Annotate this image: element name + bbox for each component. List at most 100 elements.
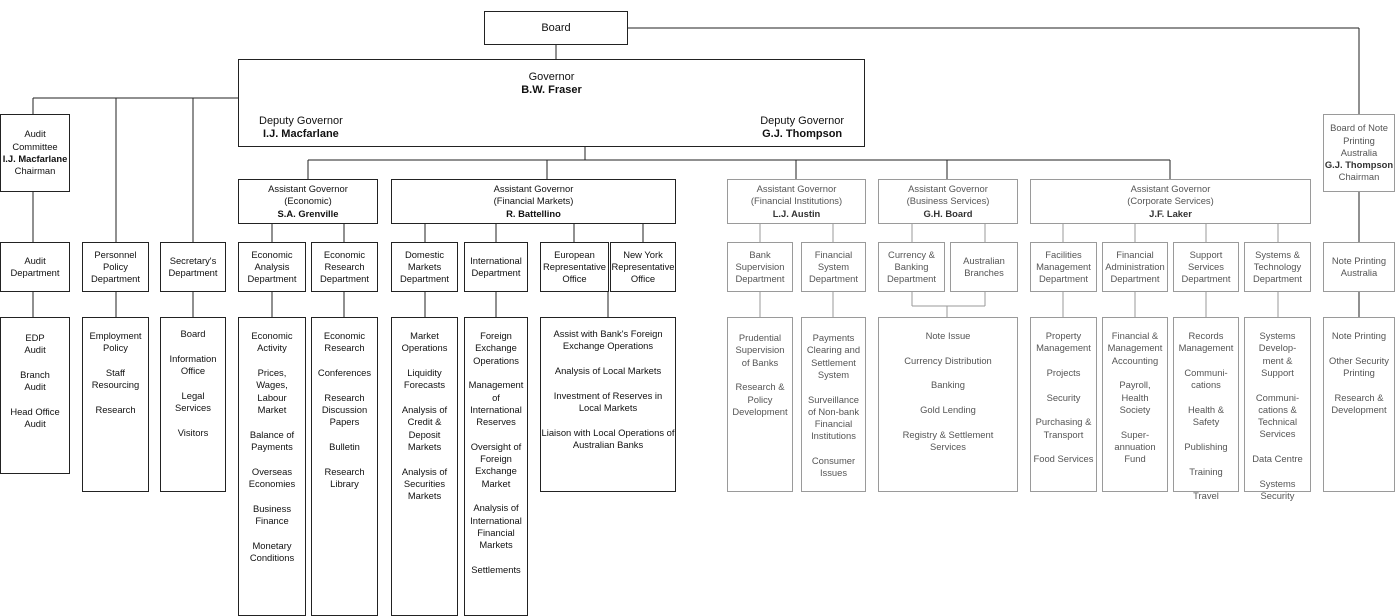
ag-financial-institutions-box: Assistant Governor (Financial Institutio… bbox=[727, 179, 866, 224]
financial-administration-line2: Administration bbox=[1105, 260, 1165, 272]
bank-supervision-department-box: Bank Supervision Department bbox=[727, 242, 793, 292]
economic-research-line1: Economic bbox=[323, 248, 366, 260]
ag-business-services-name: G.H. Board bbox=[923, 207, 973, 219]
function-item: Banking bbox=[931, 379, 965, 391]
european-office-box: European Representative Office bbox=[540, 242, 609, 292]
deputy-governor-1-name: I.J. Macfarlane bbox=[262, 128, 339, 140]
european-office-line1: European bbox=[554, 248, 595, 260]
function-item: Visitors bbox=[177, 426, 209, 438]
ag-financial-institutions-area: (Financial Institutions) bbox=[750, 195, 843, 207]
new-york-office-line3: Office bbox=[630, 273, 656, 285]
ag-financial-markets-title: Assistant Governor bbox=[493, 183, 574, 195]
function-item: Currency Distribution bbox=[904, 354, 992, 366]
financial-administration-department-box: Financial Administration Department bbox=[1102, 242, 1168, 292]
audit-committee-chair-role: Chairman bbox=[14, 165, 56, 177]
financial-system-line1: Financial bbox=[814, 248, 853, 260]
economic-research-line2: Research bbox=[324, 260, 365, 272]
audit-committee-box: Audit Committee I.J. Macfarlane Chairman bbox=[0, 114, 70, 192]
note-printing-department-line2: Australia bbox=[1340, 267, 1378, 278]
domestic-markets-line2: Markets bbox=[407, 260, 442, 272]
currency-banking-line1: Currency & bbox=[888, 248, 935, 260]
audit-committee-chair-name: I.J. Macfarlane bbox=[2, 153, 68, 164]
audit-committee-line1: Audit bbox=[24, 128, 46, 140]
deputy-governor-2-title: Deputy Governor bbox=[760, 115, 844, 127]
function-item: Board bbox=[180, 328, 206, 339]
facilities-management-line1: Facilities bbox=[1045, 248, 1082, 260]
governor-title: Governor bbox=[528, 71, 575, 83]
function-item: Security bbox=[1046, 391, 1081, 403]
bank-supervision-line1: Bank bbox=[749, 248, 771, 260]
function-item: Gold Lending bbox=[920, 404, 976, 416]
financial-administration-line3: Department bbox=[1110, 273, 1160, 285]
audit-department-line1: Audit bbox=[24, 254, 46, 266]
domestic-markets-department-box: Domestic Markets Department bbox=[391, 242, 458, 292]
note-printing-board-line2: Printing bbox=[1343, 134, 1375, 146]
note-printing-board-chair-role: Chairman bbox=[1338, 171, 1380, 183]
ag-economic-name: S.A. Grenville bbox=[277, 207, 339, 219]
currency-banking-line3: Department bbox=[887, 273, 936, 285]
function-item: Health &Safety bbox=[1188, 403, 1224, 428]
board-label: Board bbox=[541, 21, 571, 34]
function-item: Data Centre bbox=[1252, 453, 1303, 465]
economic-analysis-line2: Analysis bbox=[254, 260, 290, 272]
economic-analysis-line1: Economic bbox=[251, 248, 293, 260]
ag-economic-area: (Economic) bbox=[284, 195, 332, 207]
personnel-department-line2: Policy bbox=[102, 260, 128, 272]
ag-business-services-title: Assistant Governor bbox=[908, 183, 988, 195]
function-item: Projects bbox=[1046, 366, 1081, 378]
systems-technology-line1: Systems & bbox=[1255, 248, 1300, 260]
economic-analysis-line3: Department bbox=[247, 273, 297, 285]
ag-financial-institutions-name: L.J. Austin bbox=[772, 207, 821, 219]
support-services-line1: Support bbox=[1189, 248, 1223, 260]
note-printing-department-line1: Note Printing bbox=[1331, 254, 1387, 266]
function-item: Note Issue bbox=[925, 330, 971, 341]
ag-corporate-services-box: Assistant Governor (Corporate Services) … bbox=[1030, 179, 1311, 224]
ag-business-services-box: Assistant Governor (Business Services) G… bbox=[878, 179, 1018, 224]
ag-financial-institutions-title: Assistant Governor bbox=[756, 183, 837, 195]
international-line1: International bbox=[470, 254, 522, 266]
board-box: Board bbox=[484, 11, 628, 45]
function-item: Communi-cations bbox=[1184, 366, 1228, 391]
note-printing-board-line1: Board of Note bbox=[1330, 122, 1388, 134]
function-item: Bulletin bbox=[329, 440, 360, 452]
ag-corporate-services-area: (Corporate Services) bbox=[1127, 195, 1214, 207]
financial-system-line3: Department bbox=[809, 273, 858, 285]
australian-branches-line2: Branches bbox=[964, 267, 1004, 278]
note-printing-board-line3: Australia bbox=[1340, 146, 1378, 158]
australian-branches-box: Australian Branches bbox=[950, 242, 1018, 292]
facilities-management-line2: Management bbox=[1036, 260, 1091, 272]
